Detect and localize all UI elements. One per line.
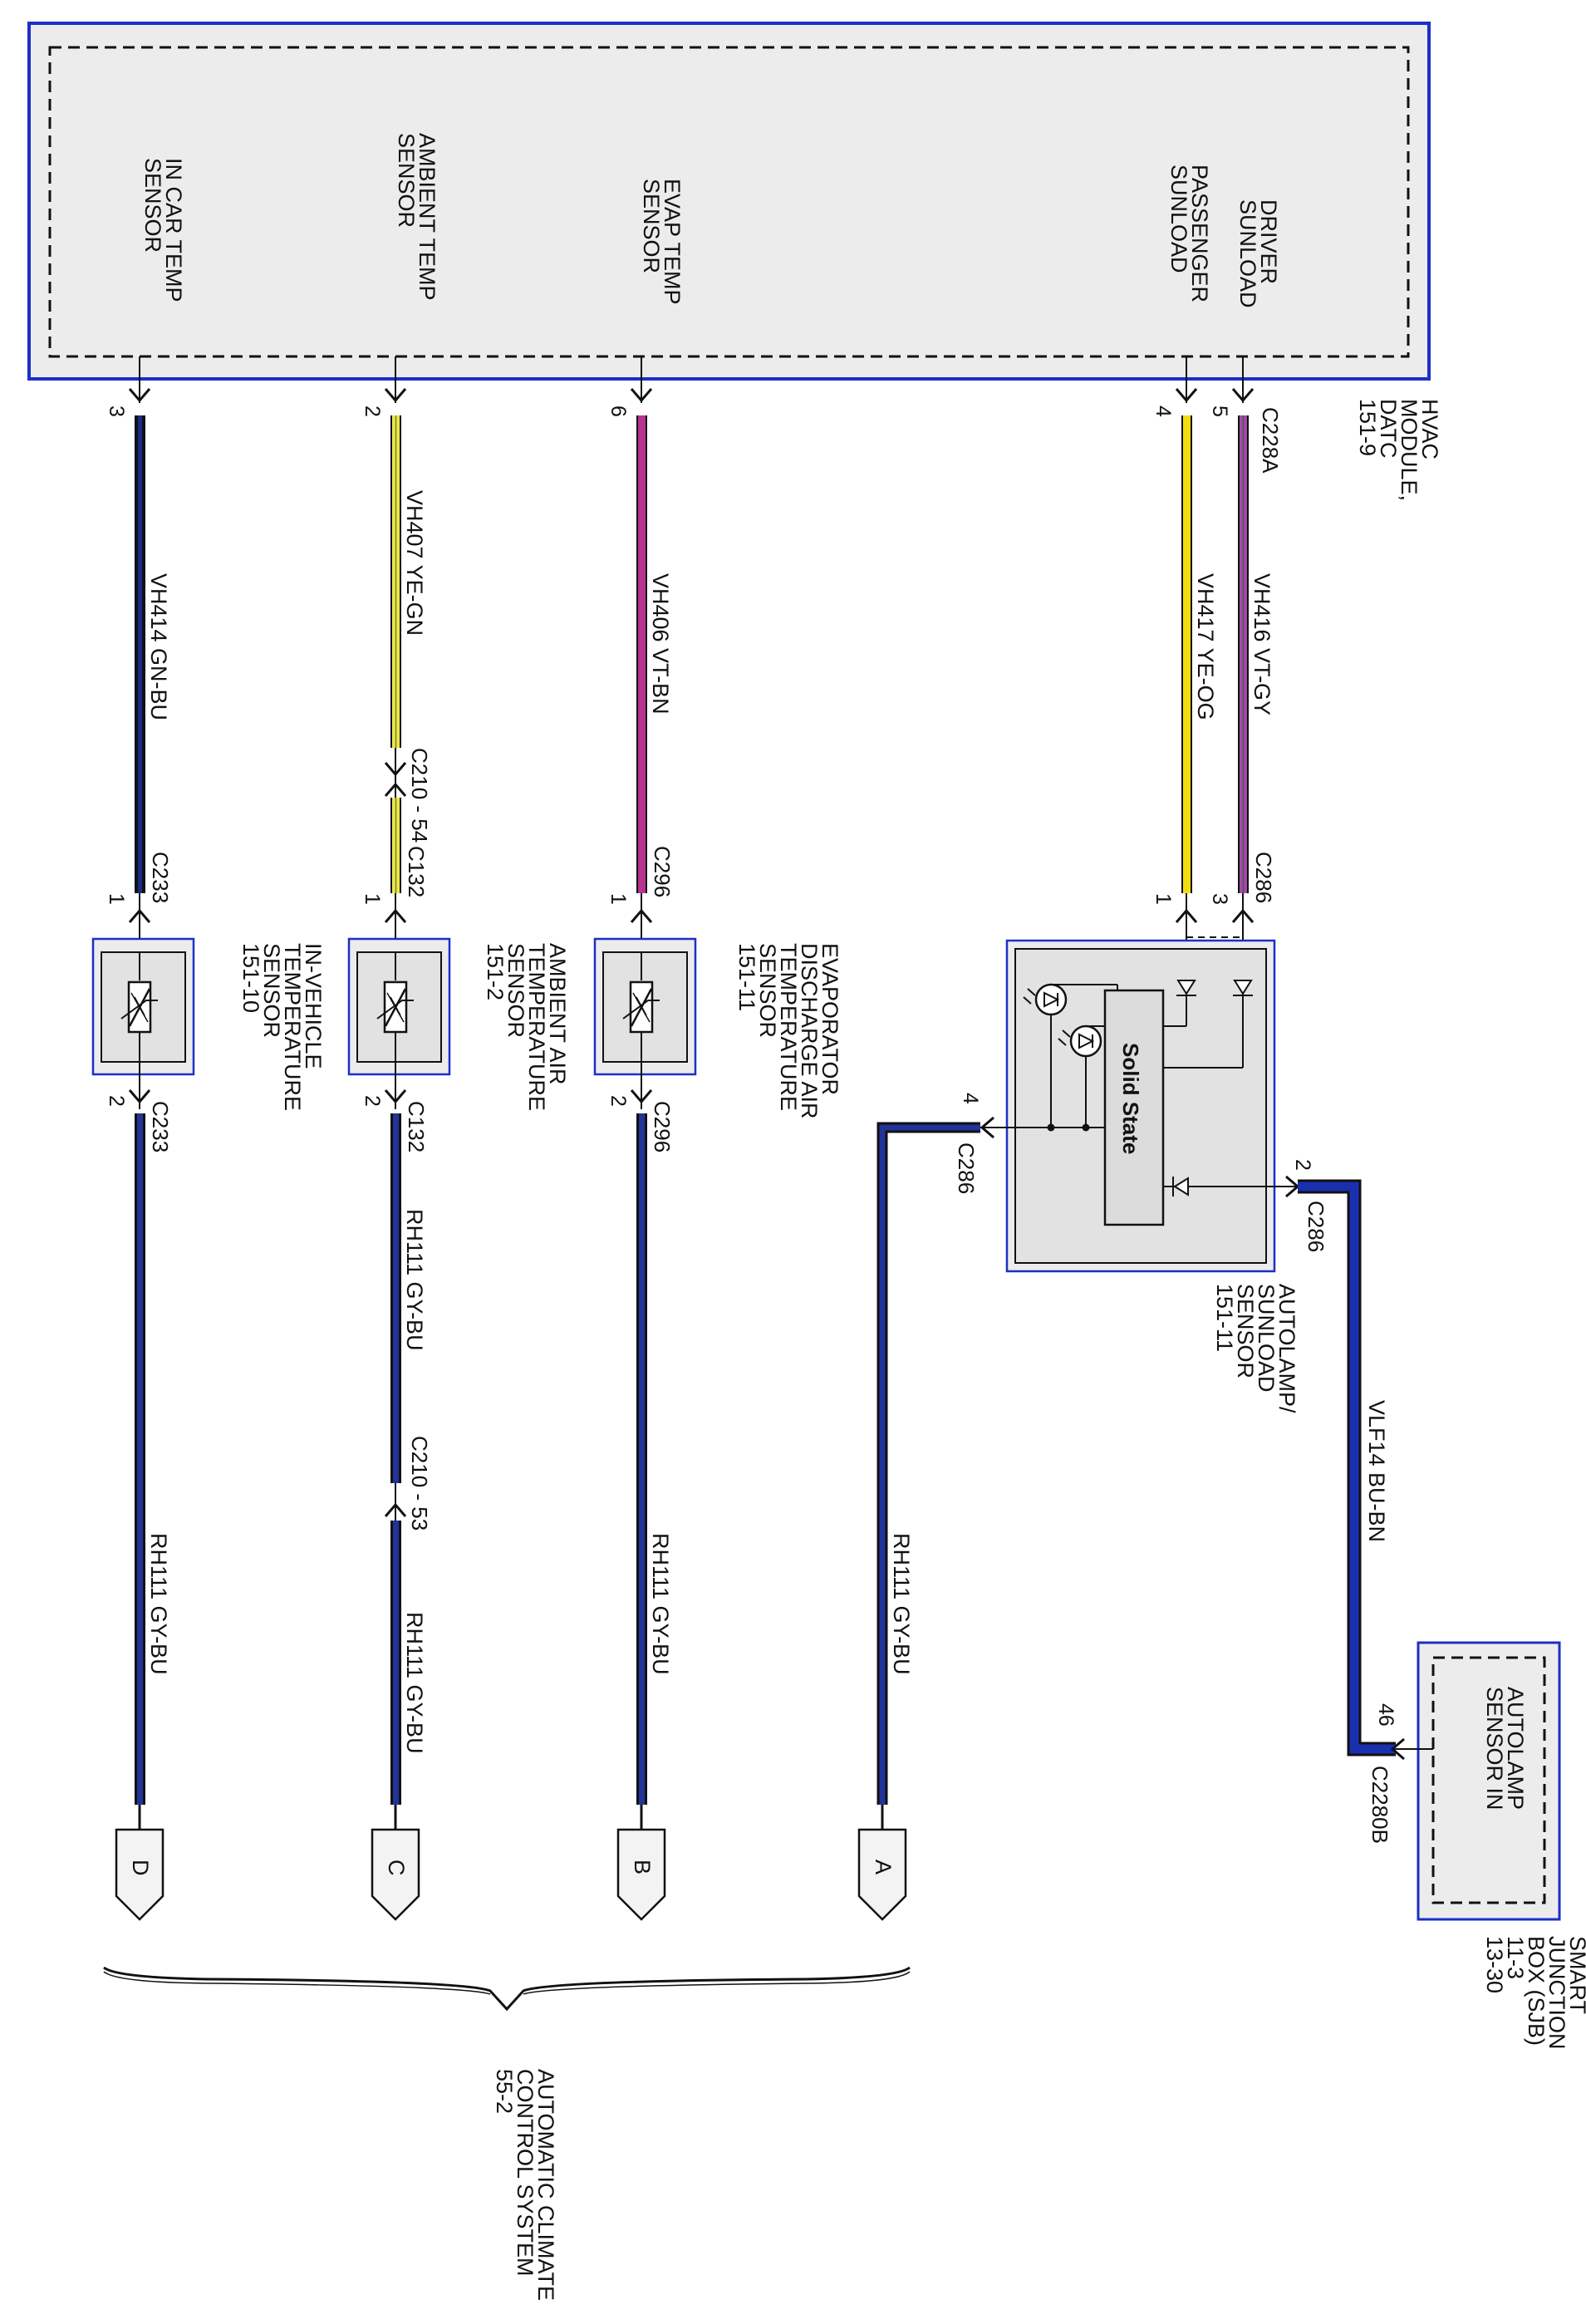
c286-left-label: C286 [954, 1142, 979, 1194]
svg-text:C: C [384, 1860, 409, 1876]
hvac-module: HVAC MODULE, DATC 151-9 C228A IN CAR TEM… [27, 22, 1442, 504]
wire-label-vh416: VH416 VT-GY [1250, 573, 1274, 715]
autolamp-side-connectors: 4 C286 2 C286 [954, 1093, 1328, 1252]
evaporator-pin-2: 2 [606, 1095, 630, 1107]
offpage-a [857, 1828, 907, 1921]
module-pin-numbers: 3 2 6 4 5 [105, 405, 1231, 417]
offpage-b [616, 1828, 666, 1921]
offpage-connectors: D C B A [115, 1805, 907, 1921]
svg-text:B: B [630, 1860, 655, 1874]
c296-bottom-label: C296 [650, 1101, 675, 1152]
c233-bottom-label: C233 [148, 1101, 173, 1152]
wire-label-rh111-d: RH111 GY-BU [146, 1533, 171, 1675]
pin-evap: 6 [606, 405, 630, 417]
top-wire-labels: VH414 GN-BU VH407 YE-GN VH406 VT-BN VH41… [146, 490, 1274, 720]
solid-state-block [1103, 989, 1165, 1226]
photodiode-icon-2 [1069, 1024, 1102, 1058]
autolamp-pin-3: 3 [1208, 893, 1231, 905]
wire-label-rh111-b: RH111 GY-BU [648, 1533, 673, 1675]
ambient-air-pin-2: 2 [361, 1095, 384, 1107]
autolamp-sunload-sensor: Solid State AUTOLAMP/ S [980, 939, 1299, 1417]
wire-label-vh417: VH417 YE-OG [1193, 573, 1218, 720]
autolamp-pin-1: 1 [1151, 893, 1175, 905]
hvac-module-title: HVAC MODULE, DATC 151-9 [1355, 399, 1442, 504]
inline-connector-c210-54: C210 - 54 [384, 748, 432, 843]
sensor-top-connectors: C233 C132 C296 C286 1 1 1 1 3 [105, 846, 1276, 980]
ambient-air-temp-sensor: AMBIENT AIR TEMPERATURE SENSOR 151-2 [347, 937, 570, 1114]
autolamp-pin-2: 2 [1291, 1159, 1314, 1171]
ambient-air-pin-1: 1 [361, 893, 384, 905]
c286-top-label: C286 [1251, 852, 1276, 903]
sjb-feed-wire: VLF14 BU-BN [1298, 1179, 1396, 1757]
hvac-module-dashed-boundary [48, 46, 1410, 358]
c233-top-label: C233 [148, 852, 173, 903]
hvac-connector-label: C228A [1258, 407, 1283, 474]
wire-label-vh407: VH407 YE-GN [402, 490, 427, 636]
sjb-pin-46: 46 [1374, 1703, 1397, 1727]
evaporator-sensor-label: EVAPORATOR DISCHARGE AIR TEMPERATURE SEN… [734, 943, 842, 1123]
system-reference-label: AUTOMATIC CLIMATE CONTROL SYSTEM 55-2 [492, 2069, 558, 2304]
hvac-module-box [27, 22, 1431, 381]
ground-wires [135, 1113, 980, 1805]
c210-53-label: C210 - 53 [407, 1436, 432, 1530]
wire-label-rh111-a: RH111 GY-BU [889, 1533, 914, 1675]
evaporator-temp-sensor: EVAPORATOR DISCHARGE AIR TEMPERATURE SEN… [593, 937, 842, 1123]
wire-label-vlf14: VLF14 BU-BN [1364, 1400, 1389, 1542]
wire-label-vh406: VH406 VT-BN [648, 573, 673, 715]
ground-wire-labels: RH111 GY-BU RH111 GY-BU RH111 GY-BU RH11… [146, 1209, 914, 1754]
ambient-temp-input-label: AMBIENT TEMP SENSOR [394, 133, 439, 304]
wire-label-rh111-c-upper: RH111 GY-BU [402, 1209, 427, 1351]
top-wires [135, 415, 1249, 893]
c210-54-label: C210 - 54 [407, 748, 432, 843]
sensor-bottom-connectors: 2 2 2 C233 C132 C296 [105, 1089, 675, 1152]
pin-in-car: 3 [105, 405, 128, 417]
passenger-sunload-input-label: PASSENGER SUNLOAD [1166, 165, 1212, 307]
module-connector-chevrons [128, 388, 1255, 403]
c2280b-label: C2280B [1367, 1766, 1392, 1844]
pin-ambient: 2 [361, 405, 384, 417]
c132-bottom-label: C132 [404, 1101, 429, 1152]
autolamp-sensor-label: AUTOLAMP/ SUNLOAD SENSOR 151-11 [1212, 1284, 1299, 1417]
module-leads [139, 356, 1244, 403]
c286-right-label: C286 [1304, 1201, 1328, 1252]
wire-label-vh414: VH414 GN-BU [146, 573, 171, 720]
svg-text:D: D [128, 1860, 153, 1876]
in-vehicle-pin-2: 2 [105, 1095, 128, 1107]
svg-text:A: A [871, 1860, 896, 1874]
sjb-input-label: AUTOLAMP SENSOR IN [1482, 1687, 1528, 1814]
ambient-air-sensor-label: AMBIENT AIR TEMPERATURE SENSOR 151-2 [483, 943, 570, 1114]
in-car-temp-input-label: IN CAR TEMP SENSOR [140, 158, 186, 306]
in-vehicle-temp-sensor: IN-VEHICLE TEMPERATURE SENSOR 151-10 [91, 937, 326, 1114]
c296-top-label: C296 [650, 846, 675, 897]
solid-state-label: Solid State [1118, 1043, 1143, 1154]
autolamp-pin-4: 4 [959, 1093, 982, 1104]
in-vehicle-sensor-label: IN-VEHICLE TEMPERATURE SENSOR 151-10 [238, 943, 326, 1114]
smart-junction-box: 46 C2280B AUTOLAMP SENSOR IN SMART JUNCT… [1367, 1641, 1586, 2053]
wire-label-rh111-c-lower: RH111 GY-BU [402, 1612, 427, 1754]
system-reference: AUTOMATIC CLIMATE CONTROL SYSTEM 55-2 [103, 1966, 911, 2304]
evap-temp-input-label: EVAP TEMP SENSOR [639, 179, 685, 308]
photodiode-icon [1034, 983, 1068, 1016]
evaporator-pin-1: 1 [606, 893, 630, 905]
c132-top-label: C132 [404, 846, 429, 897]
in-vehicle-pin-1: 1 [105, 893, 128, 905]
inline-connector-c210-53: C210 - 53 [384, 1436, 432, 1530]
offpage-d [115, 1828, 164, 1921]
driver-sunload-input-label: DRIVER SUNLOAD [1235, 199, 1281, 308]
pin-passenger: 4 [1151, 405, 1175, 417]
offpage-c [371, 1828, 420, 1921]
sjb-title: SMART JUNCTION BOX (SJB) 11-3 13-30 [1482, 1936, 1586, 2053]
pin-driver: 5 [1208, 405, 1231, 417]
